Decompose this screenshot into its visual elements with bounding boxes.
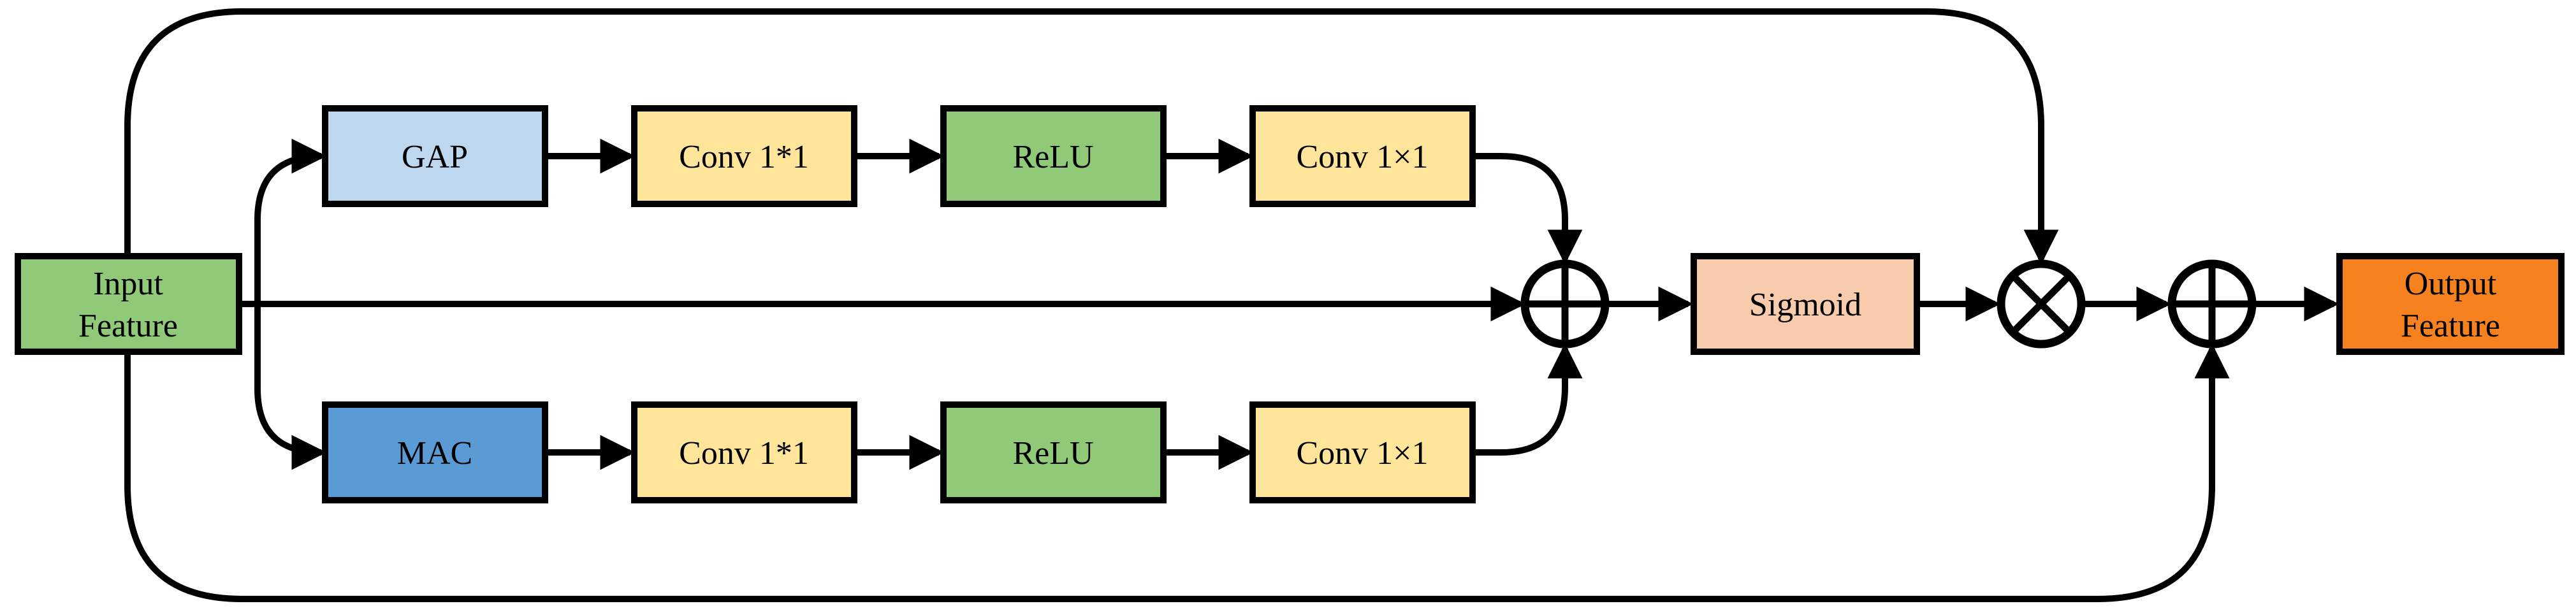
output-feature-label-line1: Output	[2405, 266, 2497, 302]
conv-top-1-box	[631, 105, 857, 207]
relu-bottom-box	[940, 401, 1167, 503]
conv-top-1-label: Conv 1*1	[679, 139, 809, 175]
node-conv-bottom-1: Conv 1*1	[631, 401, 857, 503]
relu-top-box	[940, 105, 1167, 207]
node-mac: MAC	[322, 401, 548, 503]
conv-bottom-2-label: Conv 1×1	[1296, 435, 1428, 472]
plus-icon	[1525, 264, 1605, 344]
conv-top-2-label: Conv 1×1	[1296, 139, 1428, 175]
node-sigmoid: Sigmoid	[1691, 253, 1920, 355]
node-gap: GAP	[322, 105, 548, 207]
edge-conv-bottom-2-to-add-merge	[1473, 343, 1583, 456]
node-conv-top-1: Conv 1*1	[631, 105, 857, 207]
add-merge-operator	[1520, 259, 1610, 349]
input-feature-box	[15, 253, 242, 355]
edge-input-to-gap	[254, 138, 327, 304]
node-relu-top: ReLU	[940, 105, 1167, 207]
node-conv-bottom-2: Conv 1×1	[1249, 401, 1476, 503]
gap-box	[322, 105, 548, 207]
node-input: Input Feature	[15, 253, 242, 355]
edge-conv-top-2-to-add-merge	[1473, 153, 1583, 265]
plus-icon	[2172, 264, 2252, 344]
conv-bottom-1-label: Conv 1*1	[679, 435, 809, 472]
gap-label: GAP	[402, 139, 468, 175]
edge-input-to-add-residual-bottom-skip	[124, 343, 2230, 602]
sigmoid-box	[1691, 253, 1920, 355]
node-relu-bottom: ReLU	[940, 401, 1167, 503]
relu-top-label: ReLU	[1012, 139, 1093, 175]
times-icon	[2010, 273, 2072, 335]
conv-top-2-box	[1249, 105, 1476, 207]
input-feature-label-line2: Feature	[78, 308, 178, 344]
output-feature-label-line2: Feature	[2401, 308, 2500, 344]
sigmoid-label: Sigmoid	[1749, 287, 1861, 323]
conv-bottom-1-box	[631, 401, 857, 503]
relu-bottom-label: ReLU	[1012, 435, 1093, 472]
node-output: Output Feature	[2336, 253, 2565, 355]
edge-input-to-mac	[254, 304, 327, 470]
multiply-operator	[1997, 259, 2086, 349]
output-feature-box	[2336, 253, 2565, 355]
node-conv-top-2: Conv 1×1	[1249, 105, 1476, 207]
mac-box	[322, 401, 548, 503]
mac-label: MAC	[397, 435, 472, 472]
add-residual-operator	[2167, 259, 2257, 349]
conv-bottom-2-box	[1249, 401, 1476, 503]
input-feature-label-line1: Input	[93, 266, 163, 302]
edge-input-to-multiply-top-skip	[124, 8, 2059, 265]
